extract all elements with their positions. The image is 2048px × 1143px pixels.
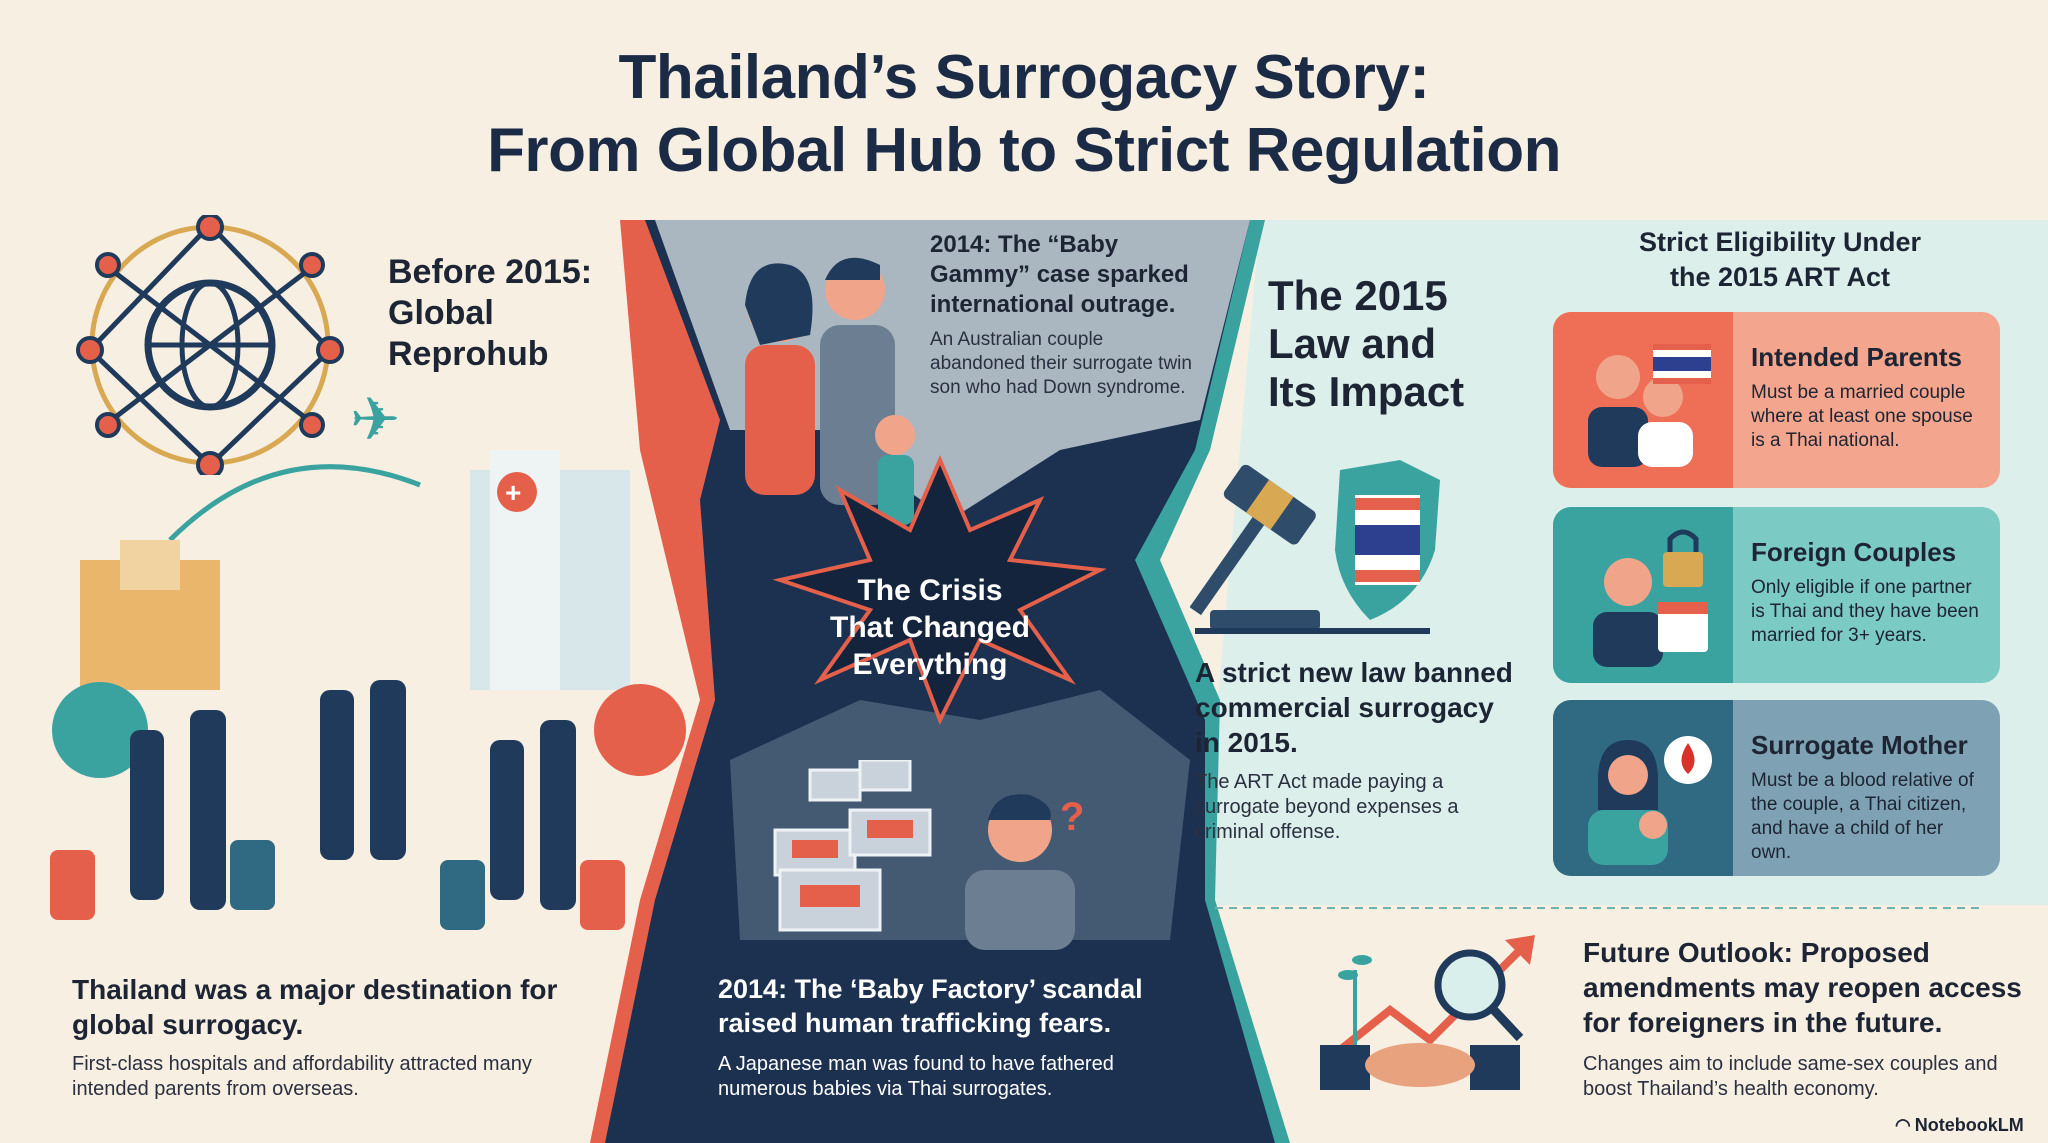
couple-thai-flag-icon [1553,312,1733,488]
law-heading-line: Its Impact [1268,368,1465,415]
handshake-growth-icon [1320,935,1535,1090]
law-summary: A strict new law banned commercial surro… [1195,657,1513,758]
man-lock-calendar-icon [1553,507,1733,683]
notebooklm-branding: ◠NotebookLM [1895,1115,2024,1136]
branding-text: NotebookLM [1914,1115,2024,1135]
baby-factory-illustration: ? [773,760,1084,950]
law-heading-line: The 2015 [1268,272,1448,319]
crack-burst-icon [772,454,1107,725]
gavel-shield-icon [1190,460,1440,634]
title-line-1: Thailand’s Surrogacy Story: [618,43,1430,112]
airplane-icon: ✈ [350,390,400,453]
future-heading: Future Outlook: Proposed amendments may … [1583,937,2022,1038]
before-heading-line: Global [388,294,494,332]
future-detail: Changes aim to include same-sex couples … [1583,1053,1998,1100]
hospital-travellers-illustration: ✈ + [50,390,686,930]
crisis-panel-teal-edge [1120,220,1290,1143]
distressed-couple-illustration [745,257,915,525]
title-line-2: From Global Hub to Strict Regulation [487,116,1561,185]
before-detail: First-class hospitals and affordability … [72,1053,532,1100]
crisis-label-line: Everything [852,648,1008,681]
globe-network-icon [76,215,344,475]
factory-heading: 2014: The ‘Baby Factory’ scandal raised … [718,974,1143,1038]
card-body: Must be a married couple where at least … [1751,382,1973,451]
crisis-label-line: The Crisis [857,574,1003,607]
eligibility-heading-line: the 2015 ART Act [1669,262,1891,292]
crisis-label: The Crisis That Changed Everything [760,572,1100,683]
before-heading-line: Reprohub [388,335,549,373]
crisis-label-line: That Changed [830,611,1030,644]
card-title: Foreign Couples [1751,537,1957,567]
factory-detail: A Japanese man was found to have fathere… [718,1053,1114,1100]
before-heading: Before 2015: Global Reprohub [388,252,592,375]
eligibility-heading: Strict Eligibility Under the 2015 ART Ac… [1560,225,2000,295]
card-title: Intended Parents [1751,342,1962,372]
card-title: Surrogate Mother [1751,730,1968,760]
card-body: Must be a blood relative of the couple, … [1751,770,1974,863]
card-body: Only eligible if one partner is Thai and… [1751,577,1979,646]
law-heading-line: Law and [1268,320,1437,367]
law-heading: The 2015 Law and Its Impact [1268,272,1464,416]
gammy-heading: 2014: The “Baby Gammy” case sparked inte… [930,231,1189,318]
mother-blood-drop-icon [1553,700,1733,876]
eligibility-heading-line: Strict Eligibility Under [1638,227,1922,257]
law-detail: The ART Act made paying a surrogate beyo… [1195,771,1459,843]
before-summary: Thailand was a major destination for glo… [72,974,558,1040]
question-mark-icon: ? [1060,795,1084,839]
gammy-detail: An Australian couple abandoned their sur… [930,329,1192,398]
before-heading-line: Before 2015: [388,253,593,291]
svg-text:+: + [505,477,521,508]
notebooklm-logo-icon: ◠ [1895,1115,1911,1135]
